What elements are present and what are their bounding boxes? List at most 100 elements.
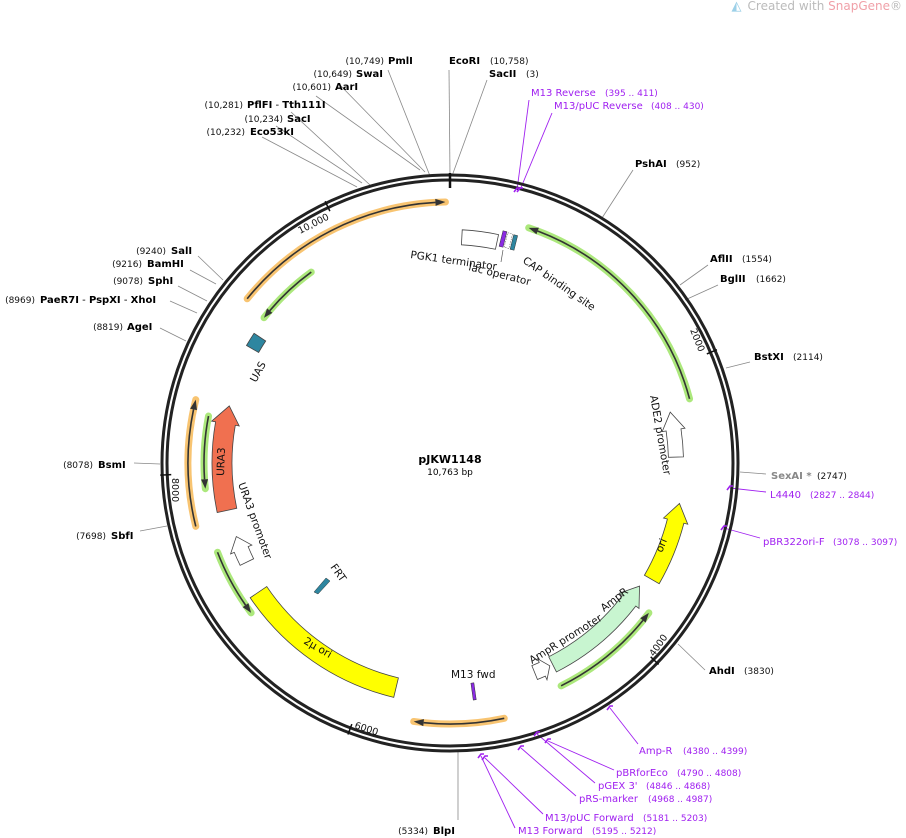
- primer-mark-icon: [516, 187, 523, 193]
- orf-orange-left-line: [187, 409, 197, 527]
- primer-pbr322ori-f[interactable]: pBR322ori-F(3078 .. 3097): [763, 537, 897, 548]
- svg-text:M13/pUC Forward: M13/pUC Forward: [545, 813, 634, 824]
- label-frt[interactable]: FRT: [328, 562, 349, 585]
- primer-mark-icon: [477, 753, 484, 759]
- cap-feature-mark: [509, 234, 518, 251]
- svg-text:(2827 .. 2844): (2827 .. 2844): [810, 491, 874, 501]
- svg-text:(3078 .. 3097): (3078 .. 3097): [833, 538, 897, 548]
- primer-leader-line: [547, 740, 615, 771]
- two-mu-ori-feature: [249, 586, 399, 698]
- snapgene-credit: ◭Created with SnapGene®: [731, 0, 902, 14]
- svg-text:(4790 .. 4808): (4790 .. 4808): [677, 769, 741, 779]
- site-pmli[interactable]: (10,749)PmlI: [345, 56, 412, 67]
- svg-text:pGEX 3': pGEX 3': [598, 781, 638, 792]
- label-cap-binding-site[interactable]: CAP binding site: [520, 255, 597, 314]
- site-ahdi[interactable]: AhdI(3830): [709, 666, 774, 677]
- svg-text:(4846 .. 4868): (4846 .. 4868): [646, 782, 710, 792]
- svg-text:BlpI: BlpI: [433, 826, 455, 837]
- svg-text:(2114): (2114): [793, 353, 823, 363]
- svg-text:AarI: AarI: [335, 82, 358, 93]
- site-bsmi[interactable]: (8078)BsmI: [63, 460, 126, 471]
- svg-text:SacI: SacI: [287, 114, 311, 125]
- site-aflii[interactable]: AflII(1554): [710, 254, 772, 265]
- arrowhead-icon: [640, 612, 649, 623]
- site-leader-line: [451, 79, 488, 177]
- site-blpi[interactable]: (5334) BlpI: [398, 826, 455, 837]
- site-aari[interactable]: (10,601)AarI: [292, 82, 358, 93]
- svg-text:(4968 .. 4987): (4968 .. 4987): [648, 795, 712, 805]
- svg-text:(1662): (1662): [756, 275, 786, 285]
- site-leader-line: [601, 169, 634, 219]
- svg-text:PaeR7I - PspXI - XhoI: PaeR7I - PspXI - XhoI: [40, 295, 156, 306]
- ura3-feature: [210, 405, 240, 513]
- svg-text:SexAI *: SexAI *: [771, 471, 812, 482]
- svg-text:SwaI: SwaI: [356, 69, 383, 80]
- svg-text:AgeI: AgeI: [127, 322, 152, 333]
- site-bamhi[interactable]: (9216) BamHI: [112, 259, 184, 270]
- svg-text:PmlI: PmlI: [388, 56, 413, 67]
- label-m13-fwd[interactable]: M13 fwd: [451, 669, 496, 681]
- ampr-promoter-feature: [531, 657, 551, 682]
- primer-m13-reverse[interactable]: M13 Reverse(395 .. 411): [531, 88, 658, 99]
- site-ecori[interactable]: EcoRI(10,758): [449, 56, 529, 67]
- site-pshai[interactable]: PshAI(952): [635, 159, 700, 170]
- site-leader-line: [197, 255, 224, 281]
- site-pflfi-tth111i[interactable]: (10,281)PflFI - Tth111I: [204, 100, 325, 111]
- m13-fwd-feature: [470, 682, 477, 701]
- ade2-promoter-feature: [661, 411, 686, 458]
- primer-m13-puc-reverse[interactable]: M13/pUC Reverse(408 .. 430): [554, 101, 704, 112]
- site-saci[interactable]: (10,234) SacI: [244, 114, 310, 125]
- svg-text:(9216): (9216): [112, 260, 142, 270]
- site-sexai[interactable]: SexAI *(2747): [771, 471, 847, 482]
- svg-text:(395 .. 411): (395 .. 411): [605, 89, 658, 99]
- site-paer7i-pspxi-xhoi[interactable]: (8969) PaeR7I - PspXI - XhoI: [5, 295, 156, 306]
- svg-text:pBRforEco: pBRforEco: [616, 768, 668, 779]
- site-leader-line: [684, 284, 719, 301]
- site-leader-line: [290, 111, 371, 186]
- svg-text:(9240): (9240): [136, 247, 166, 257]
- site-bglii[interactable]: BglII(1662): [720, 274, 786, 285]
- svg-text:(10,234): (10,234): [244, 115, 283, 125]
- primer-pbrforeco[interactable]: pBRforEco (4790 .. 4808): [616, 768, 741, 779]
- primer-mark-icon: [533, 731, 540, 737]
- site-sbfi[interactable]: (7698)SbfI: [76, 531, 133, 542]
- primer-m13-forward[interactable]: M13 Forward(5195 .. 5212): [518, 826, 656, 837]
- ura3-promoter-feature: [229, 535, 255, 566]
- site-swai[interactable]: (10,649)SwaI: [313, 69, 382, 80]
- svg-text:(5334): (5334): [398, 827, 428, 837]
- primer-m13-puc-forward[interactable]: M13/pUC Forward(5181 .. 5203): [545, 813, 707, 824]
- primer-leader-line: [536, 733, 596, 784]
- primer-mark-icon: [726, 485, 733, 491]
- label-ura3[interactable]: URA3: [215, 447, 228, 476]
- primer-l4440[interactable]: L4440(2827 .. 2844): [770, 490, 874, 501]
- svg-text:BamHI: BamHI: [147, 259, 184, 270]
- site-sacii[interactable]: SacII(3): [489, 69, 539, 80]
- lac-operator-feature: [498, 230, 508, 248]
- svg-text:pRS-marker: pRS-marker: [579, 794, 639, 805]
- site-leader-line: [189, 269, 217, 285]
- svg-text:PflFI - Tth111I: PflFI - Tth111I: [247, 100, 326, 111]
- site-agei[interactable]: (8819) AgeI: [93, 322, 152, 333]
- svg-text:(4380 .. 4399): (4380 .. 4399): [683, 747, 747, 757]
- svg-text:(8078): (8078): [63, 461, 93, 471]
- arrowhead-icon: [242, 603, 252, 613]
- svg-text:(8819): (8819): [93, 323, 123, 333]
- label-ori[interactable]: ori: [654, 537, 670, 554]
- primer-pgex-3[interactable]: pGEX 3' (4846 .. 4868): [598, 781, 710, 792]
- site-sphi[interactable]: (9078)SphI: [113, 276, 173, 287]
- site-leader-line: [739, 471, 767, 475]
- svg-text:(1554): (1554): [742, 255, 772, 265]
- site-bstxi[interactable]: BstXI(2114): [754, 352, 823, 363]
- site-sali[interactable]: (9240)SalI: [136, 246, 192, 257]
- site-eco53ki[interactable]: (10,232)Eco53kI: [206, 127, 293, 138]
- cap-binding-site-feature: [503, 232, 513, 249]
- svg-text:(8969): (8969): [5, 296, 35, 306]
- site-leader-line: [677, 643, 706, 671]
- site-leader-line: [679, 264, 709, 286]
- label-uas[interactable]: UAS: [248, 359, 269, 384]
- svg-text:Amp-R: Amp-R: [639, 746, 673, 757]
- primer-prs-marker[interactable]: pRS-marker (4968 .. 4987): [579, 794, 712, 805]
- svg-text:SphI: SphI: [148, 276, 173, 287]
- lac-leader-line: [500, 249, 504, 263]
- primer-amp-r[interactable]: Amp-R (4380 .. 4399): [639, 746, 747, 757]
